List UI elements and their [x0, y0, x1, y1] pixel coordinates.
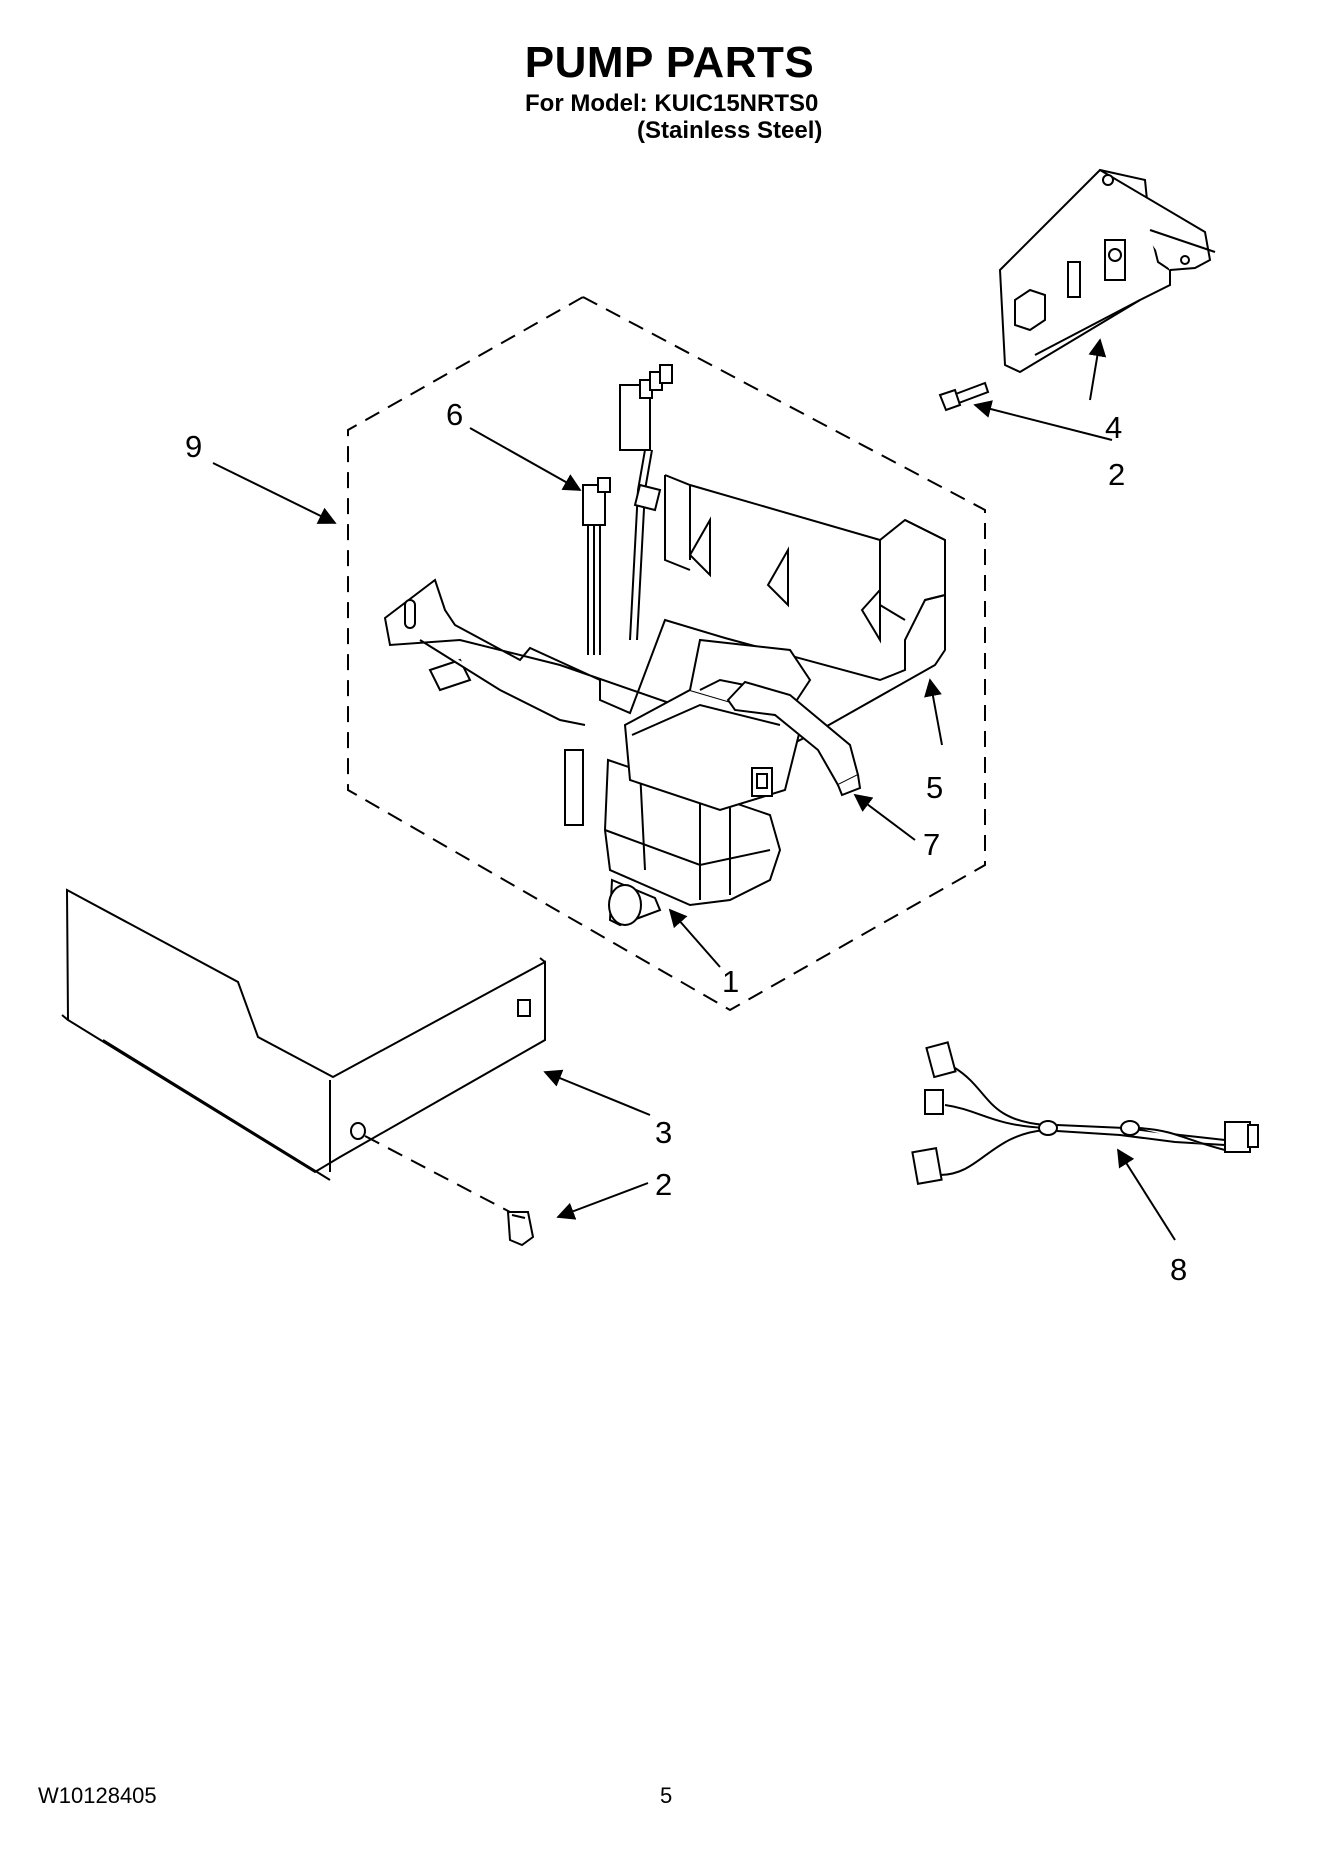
callout-4: 4: [1105, 410, 1122, 445]
screw-bottom: [506, 1211, 535, 1247]
callout-2-bottom: 2: [655, 1167, 672, 1202]
pump: [564, 638, 812, 927]
callout-6: 6: [446, 397, 463, 432]
finish-line: (Stainless Steel): [637, 117, 823, 144]
assembly-boundary: [347, 295, 986, 1012]
callout-7: 7: [923, 827, 940, 862]
leader-lines: [212, 338, 1176, 1241]
callout-9: 9: [185, 429, 202, 464]
retaining-strap: [726, 680, 862, 797]
callout-1: 1: [722, 964, 739, 999]
callout-8: 8: [1170, 1252, 1187, 1287]
cover-panel: [61, 888, 546, 1181]
callout-numbers: 1 2 2 3 4 5 6 7 8 9: [185, 397, 1187, 1287]
document-number: W10128405: [38, 1783, 157, 1808]
model-line: For Model: KUIC15NRTS0: [525, 90, 819, 117]
callout-2-top: 2: [1108, 457, 1125, 492]
callout-3: 3: [655, 1115, 672, 1150]
pump-pan: [383, 474, 946, 747]
page-title: PUMP PARTS: [524, 38, 815, 87]
jumper-harness: [911, 1041, 1259, 1185]
screw-top: [938, 381, 990, 412]
callout-5: 5: [926, 770, 943, 805]
pump-wire-harness: [582, 364, 673, 655]
page-number: 5: [660, 1783, 673, 1808]
mounting-bracket: [998, 168, 1216, 374]
